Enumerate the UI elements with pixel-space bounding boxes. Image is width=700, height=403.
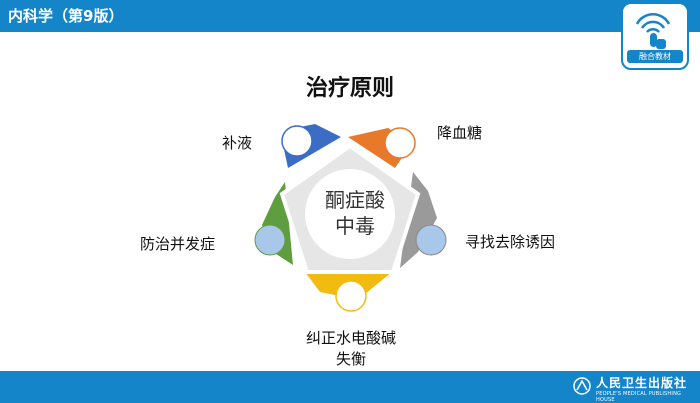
publisher-logo-icon <box>573 377 591 395</box>
center-label-line2: 中毒 <box>335 214 375 238</box>
diagram-title: 治疗原则 <box>305 76 394 101</box>
central-circle <box>305 169 395 259</box>
label-fluid: 补液 <box>222 134 253 152</box>
node-circle-blood-sugar <box>384 127 416 159</box>
publisher-name-en: PEOPLE'S MEDICAL PUBLISHING HOUSE <box>596 391 682 403</box>
node-circle-acid-base <box>335 280 367 312</box>
center-label: 酮症酸 中毒 <box>310 187 400 239</box>
node-circle-complications <box>254 224 286 256</box>
footer-bar <box>0 371 700 403</box>
arrow-segment-remove-cause <box>400 172 437 268</box>
node-circle-fluid <box>281 125 313 157</box>
hand-touch-icon <box>635 13 671 49</box>
publisher-name-cn: 人民卫生出版社 <box>596 376 688 390</box>
header-bar <box>0 0 700 32</box>
header-title: 内科学（第9版） <box>8 7 124 25</box>
label-complications: 防治并发症 <box>140 235 216 253</box>
label-remove-cause: 寻找去除诱因 <box>465 233 556 251</box>
label-acid-base-line1: 纠正水电酸碱 <box>305 329 396 347</box>
node-circle-remove-cause <box>415 224 447 256</box>
textbook-badge: 融合教材 <box>621 2 689 70</box>
label-acid-base-line2: 失衡 <box>335 350 366 368</box>
label-blood-sugar: 降血糖 <box>437 124 483 142</box>
badge-label: 融合教材 <box>627 50 683 63</box>
label-acid-base: 纠正水电酸碱 失衡 <box>295 327 407 369</box>
center-label-line1: 酮症酸 <box>325 188 385 212</box>
